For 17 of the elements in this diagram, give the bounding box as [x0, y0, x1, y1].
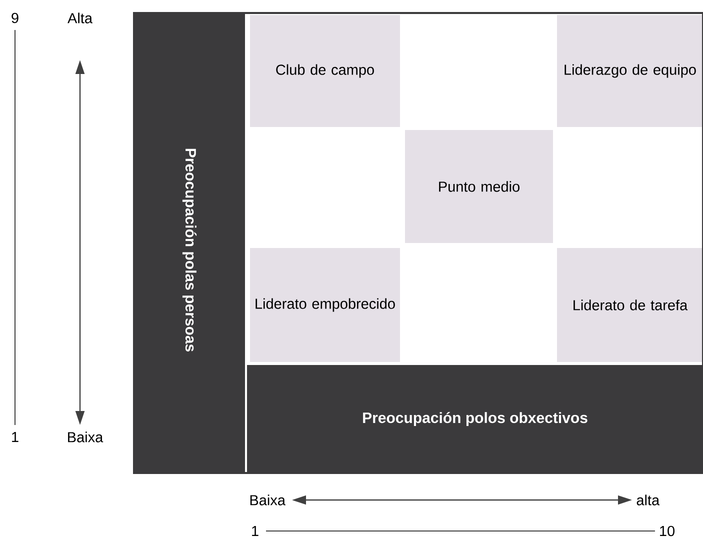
axis-label: Baixa [66, 430, 104, 444]
node-label: Preocupación polas persoas [182, 148, 197, 352]
grid-cell: Liderato de tarefa [557, 248, 703, 362]
axis-band: Preocupación polos obxectivos [247, 365, 703, 473]
scale-number: 1 [10, 431, 20, 443]
axis-label: Alta [66, 12, 94, 24]
grid-cell: Liderazgo de equipo [557, 15, 703, 127]
scale-number: 1 [250, 525, 260, 537]
scale-number: 10 [658, 524, 676, 538]
grid-cell: Liderato empobrecido [250, 248, 400, 362]
node-label: Preocupación polos obxectivos [363, 412, 588, 426]
scale-number: 9 [10, 12, 20, 24]
axis-label: alta [635, 494, 661, 506]
axis-band: Preocupación polas persoas [134, 13, 245, 473]
grid-cell: Club de campo [250, 15, 400, 127]
grid-cell: Punto medio [405, 130, 553, 243]
axis-label: Baixa [248, 494, 286, 506]
